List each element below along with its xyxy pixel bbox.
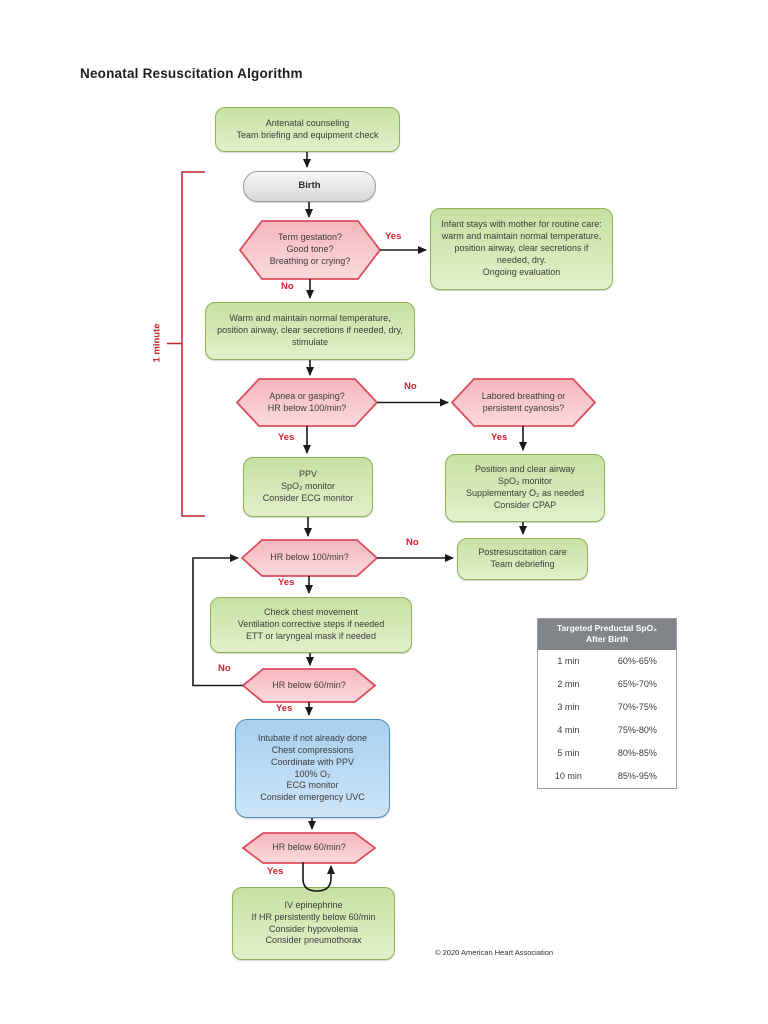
one-minute-bracket: [181, 171, 205, 517]
table-row: 1 min 60%-65%: [538, 650, 676, 673]
table-cell-range: 85%-95%: [617, 771, 657, 782]
node-ppv: PPV SpO₂ monitor Consider ECG monitor: [243, 457, 373, 517]
table-cell-range: 75%-80%: [617, 725, 657, 736]
edge-label-apnea-yes: Yes: [278, 432, 295, 443]
node-postresuscitation-care: Postresuscitation care Team debriefing: [457, 538, 588, 580]
hexagon-labored-breathing-label: Labored breathing or persistent cyanosis…: [481, 390, 566, 413]
table-cell-time: 1 min: [557, 656, 580, 667]
node-intubate-compressions: Intubate if not already done Chest compr…: [235, 719, 390, 818]
spo2-table-header: Targeted Preductal SpO₂ After Birth: [538, 619, 676, 650]
table-row: 3 min 70%-75%: [538, 696, 676, 719]
spo2-target-table: Targeted Preductal SpO₂ After Birth 1 mi…: [537, 618, 677, 789]
table-cell-time: 10 min: [554, 771, 582, 782]
edge-label-term-no: No: [281, 281, 294, 292]
table-cell-time: 3 min: [557, 702, 580, 713]
node-birth: Birth: [243, 171, 376, 202]
edge-label-hr100-no: No: [406, 537, 419, 548]
copyright-text: © 2020 American Heart Association: [435, 948, 554, 957]
edge-label-term-yes: Yes: [385, 231, 402, 242]
hexagon-apnea-gasping-label: Apnea or gasping? HR below 100/min?: [267, 390, 347, 413]
edge-label-hr100-yes: Yes: [278, 577, 295, 588]
page-title: Neonatal Resuscitation Algorithm: [80, 66, 303, 81]
edge-label-hr60a-no: No: [218, 663, 231, 674]
table-cell-time: 2 min: [557, 679, 580, 690]
table-cell-time: 5 min: [557, 748, 580, 759]
table-cell-range: 70%-75%: [617, 702, 657, 713]
node-infant-stays-with-mother: Infant stays with mother for routine car…: [430, 208, 613, 290]
hexagon-hr-below-60-b-label: HR below 60/min?: [272, 842, 346, 853]
node-warm-and-maintain: Warm and maintain normal temperature, po…: [205, 302, 415, 360]
node-position-clear-airway: Position and clear airway SpO₂ monitor S…: [445, 454, 605, 522]
table-row: 5 min 80%-85%: [538, 742, 676, 765]
node-antenatal-counseling: Antenatal counseling Team briefing and e…: [215, 107, 400, 152]
table-cell-time: 4 min: [557, 725, 580, 736]
edge-label-hr60a-yes: Yes: [276, 703, 293, 714]
table-row: 10 min 85%-95%: [538, 765, 676, 788]
edge-label-apnea-no: No: [404, 381, 417, 392]
hexagon-hr-below-100-label: HR below 100/min?: [270, 552, 349, 563]
table-row: 4 min 75%-80%: [538, 719, 676, 742]
table-cell-range: 60%-65%: [617, 656, 657, 667]
hexagon-term-gestation-label: Term gestation? Good tone? Breathing or …: [269, 232, 351, 266]
one-minute-label: 1 minute: [151, 323, 163, 363]
table-row: 2 min 65%-70%: [538, 673, 676, 696]
table-cell-range: 65%-70%: [617, 679, 657, 690]
node-iv-epinephrine: IV epinephrine If HR persistently below …: [232, 887, 395, 960]
hexagon-hr-below-60-a-label: HR below 60/min?: [272, 679, 346, 690]
edge-label-hr60b-yes: Yes: [267, 866, 284, 877]
edge-label-labored-yes: Yes: [491, 432, 508, 443]
table-cell-range: 80%-85%: [617, 748, 657, 759]
node-check-chest-movement: Check chest movement Ventilation correct…: [210, 597, 412, 653]
